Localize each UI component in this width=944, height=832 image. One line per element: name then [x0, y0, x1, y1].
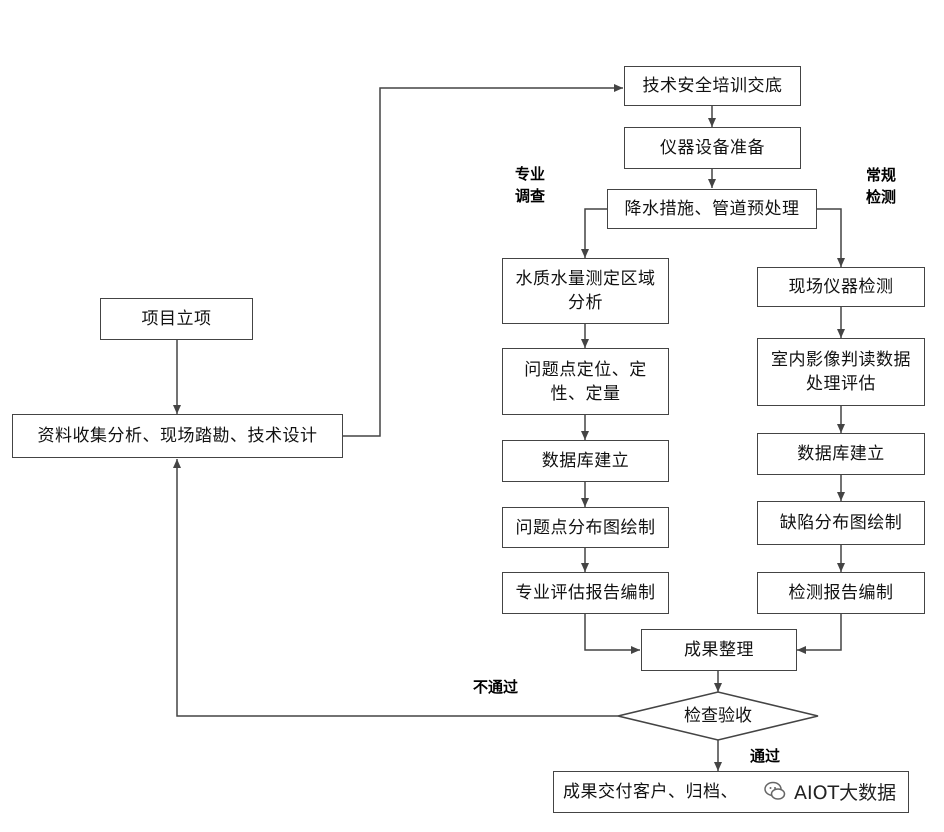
- arrow-fail-loop: [173, 459, 618, 717]
- arrow-dewatering-to-left: [581, 208, 607, 258]
- node-result-organize-text: 成果整理: [684, 640, 754, 660]
- node-db-left: 数据库建立: [502, 440, 669, 482]
- wechat-icon: [764, 781, 786, 800]
- node-dewatering: 降水措施、管道预处理: [607, 189, 817, 229]
- arrow-collection-to-training: [343, 84, 623, 437]
- node-db-left-text: 数据库建立: [541, 451, 630, 471]
- node-project-setup-text: 项目立项: [141, 309, 212, 329]
- watermark-text: AIOT大数据: [794, 781, 897, 804]
- node-instrument-prep-text: 仪器设备准备: [660, 138, 765, 158]
- node-water-quality: 水质水量测定区域 分析: [502, 258, 669, 324]
- node-result-organize: 成果整理: [641, 629, 797, 671]
- node-inspection-report-text: 检测报告编制: [788, 583, 894, 603]
- node-field-inspection-text: 现场仪器检测: [788, 277, 894, 297]
- node-defect-map-text: 缺陷分布图绘制: [779, 513, 903, 533]
- node-safety-training: 技术安全培训交底: [624, 66, 801, 106]
- node-data-collection: 资料收集分析、现场踏勘、技术设计: [12, 414, 343, 458]
- node-inspection-report: 检测报告编制: [757, 572, 925, 614]
- arrow-dewatering-to-right: [817, 208, 845, 267]
- node-defect-map: 缺陷分布图绘制: [757, 501, 925, 545]
- label-fail: 不通过: [473, 678, 519, 696]
- node-dewatering-text: 降水措施、管道预处理: [624, 199, 800, 219]
- node-image-interpret: 室内影像判读数据 处理评估: [757, 338, 925, 406]
- node-special-report-text: 专业评估报告编制: [515, 583, 656, 603]
- node-db-right: 数据库建立: [757, 433, 925, 475]
- node-db-right-text: 数据库建立: [797, 444, 885, 464]
- arrow-special-report-to-result: [584, 614, 640, 654]
- node-special-report: 专业评估报告编制: [502, 572, 669, 614]
- label-routine-inspection: 常规 检测: [866, 166, 897, 206]
- node-acceptance: 检查验收: [684, 706, 752, 726]
- node-project-setup: 项目立项: [100, 298, 253, 340]
- node-field-inspection: 现场仪器检测: [757, 267, 925, 307]
- node-water-quality-text: 水质水量测定区域 分析: [515, 269, 656, 313]
- acceptance-diamond: [617, 691, 819, 741]
- label-special-survey: 专业 调查: [515, 165, 546, 205]
- node-problem-map-text: 问题点分布图绘制: [515, 517, 656, 538]
- node-instrument-prep: 仪器设备准备: [624, 127, 801, 169]
- node-safety-training-text: 技术安全培训交底: [642, 76, 783, 96]
- node-delivery-text: 成果交付客户、归档、: [563, 782, 738, 802]
- node-image-interpret-text: 室内影像判读数据 处理评估: [771, 350, 911, 394]
- node-problem-locate-text: 问题点定位、定 性、定量: [524, 359, 647, 404]
- node-data-collection-text: 资料收集分析、现场踏勘、技术设计: [37, 426, 318, 446]
- watermark: AIOT大数据: [758, 776, 901, 806]
- arrow-inspection-report-to-result: [797, 614, 842, 654]
- node-problem-locate: 问题点定位、定 性、定量: [502, 348, 669, 415]
- label-pass: 通过: [750, 747, 781, 765]
- node-problem-map: 问题点分布图绘制: [502, 507, 669, 548]
